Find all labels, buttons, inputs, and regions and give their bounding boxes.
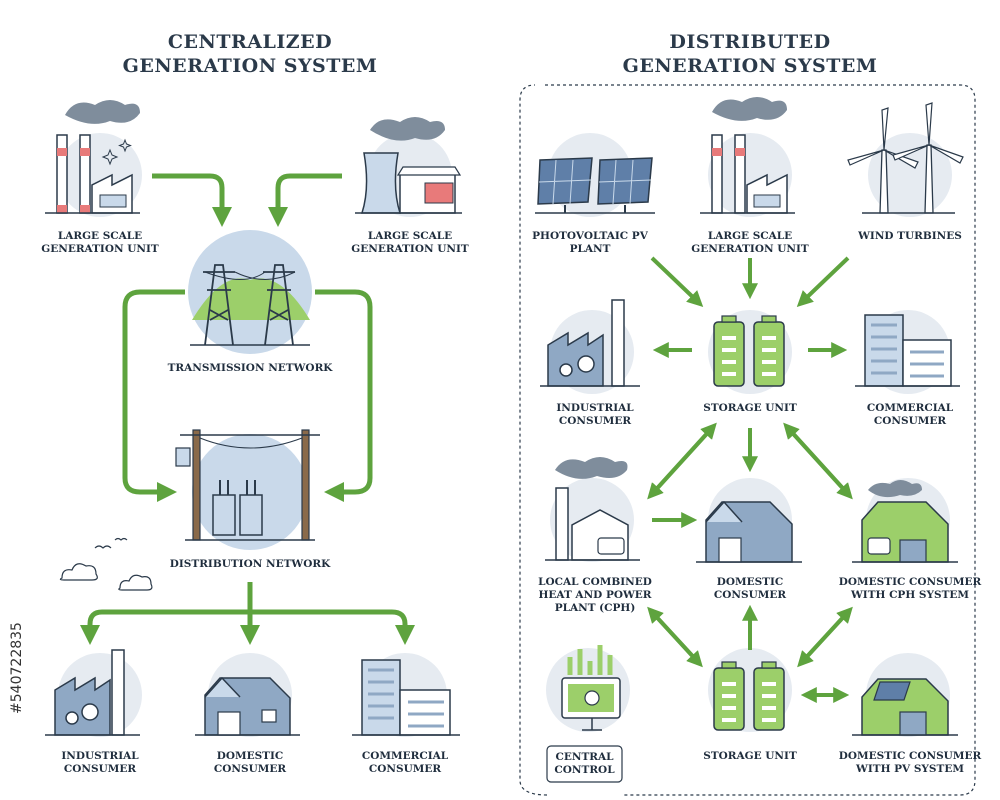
centralized-title: CENTRALIZED GENERATION SYSTEM: [122, 31, 378, 77]
label-storage-1: STORAGE UNIT: [703, 402, 797, 414]
large-scale-generation-unit-icon: [700, 97, 795, 217]
label-wind-turbines: WIND TURBINES: [858, 230, 962, 242]
label-domestic-distributed: DOMESTIC CONSUMER: [713, 576, 787, 601]
label-commercial: COMMERCIAL CONSUMER: [361, 750, 449, 775]
label-transmission: TRANSMISSION NETWORK: [167, 362, 333, 374]
large-scale-generation-unit-icon: [45, 100, 142, 217]
domestic-consumer-chp-icon: [852, 478, 958, 563]
photovoltaic-plant-icon: [535, 133, 655, 217]
label-domestic: DOMESTIC CONSUMER: [213, 750, 287, 775]
label-chp-plant: LOCAL COMBINED HEAT AND POWER PLANT (CPH…: [538, 576, 652, 614]
domestic-consumer-pv-icon: [852, 653, 958, 737]
distributed-title: DISTRIBUTED GENERATION SYSTEM: [622, 31, 878, 77]
domestic-consumer-icon: [696, 478, 802, 563]
label-gen-distributed: LARGE SCALE GENERATION UNIT: [691, 230, 809, 255]
industrial-consumer-icon: [45, 649, 142, 737]
label-commercial-distributed: COMMERCIAL CONSUMER: [866, 402, 954, 427]
label-gen-right: LARGE SCALE GENERATION UNIT: [351, 230, 469, 255]
commercial-consumer-icon: [855, 310, 960, 394]
label-distribution: DISTRIBUTION NETWORK: [169, 558, 331, 570]
centralized-flow-arrows: [80, 173, 415, 645]
distribution-transformer-icon: [175, 429, 320, 550]
clouds-and-birds-decoration: [59, 537, 153, 591]
label-central-control: CENTRAL CONTROL: [554, 751, 615, 776]
chp-plant-icon: [545, 457, 640, 562]
transmission-tower-icon: [188, 230, 312, 354]
label-domestic-pv: DOMESTIC CONSUMER WITH PV SYSTEM: [838, 750, 982, 775]
label-storage-2: STORAGE UNIT: [703, 750, 797, 762]
storage-unit-icon: [708, 310, 792, 394]
distributed-frame: [519, 84, 976, 796]
storage-unit-icon: [708, 648, 792, 732]
label-domestic-chp: DOMESTIC CONSUMER WITH CPH SYSTEM: [838, 576, 982, 601]
label-industrial: INDUSTRIAL CONSUMER: [61, 750, 139, 775]
wind-turbines-icon: [847, 102, 964, 217]
stock-id-text: #540722835: [9, 622, 25, 714]
label-pv-plant: PHOTOVOLTAIC PV PLANT: [532, 230, 648, 255]
central-control-label-box: [546, 745, 623, 783]
label-gen-left: LARGE SCALE GENERATION UNIT: [41, 230, 159, 255]
domestic-consumer-icon: [195, 653, 300, 737]
distributed-flow-arrows: [647, 256, 853, 703]
central-control-icon: [546, 645, 630, 732]
label-industrial-distributed: INDUSTRIAL CONSUMER: [556, 402, 634, 427]
stock-id-watermark: #540722835: [2, 560, 25, 790]
commercial-consumer-icon: [352, 653, 460, 737]
industrial-consumer-icon: [540, 299, 640, 394]
large-scale-generation-unit-icon: [355, 117, 462, 217]
